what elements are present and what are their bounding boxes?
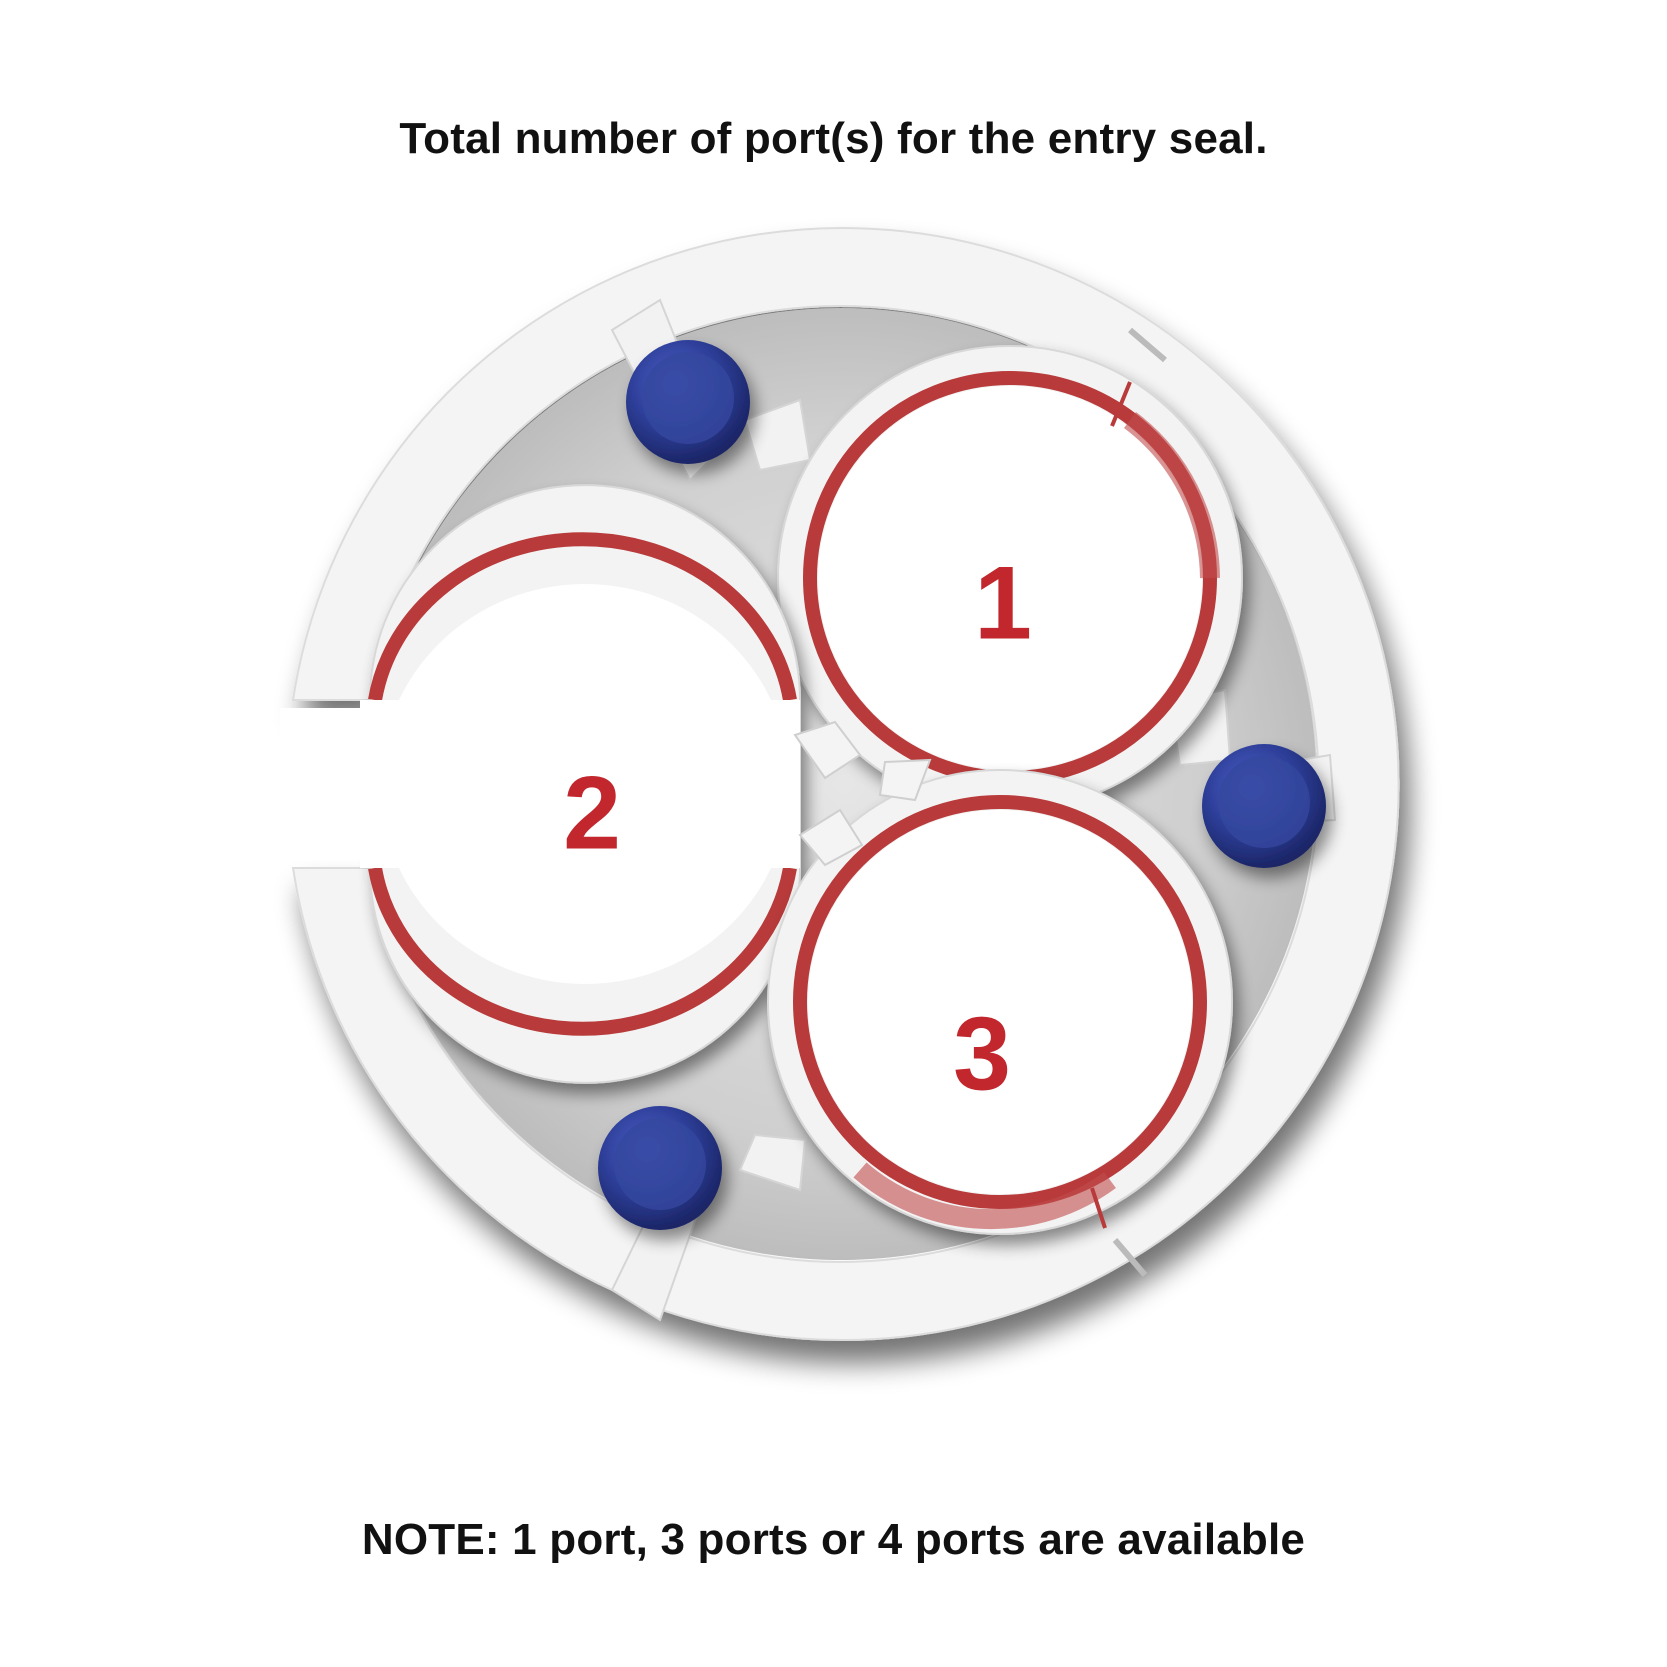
- ring-split-line: [1112, 1238, 1148, 1277]
- port-3-sleeve: [767, 769, 1233, 1235]
- bolt-bottom-left: [598, 1106, 722, 1230]
- center-clip-tabs: [793, 720, 932, 867]
- bolt-top-left: [626, 340, 750, 464]
- port-2-number: 2: [563, 755, 621, 871]
- port-2-sleeve: [280, 484, 801, 1084]
- diagram-title: Total number of port(s) for the entry se…: [399, 114, 1268, 163]
- port-3-number: 3: [953, 996, 1011, 1112]
- port-1-number: 1: [974, 545, 1032, 661]
- availability-note: NOTE: 1 port, 3 ports or 4 ports are ava…: [361, 1515, 1306, 1564]
- ring-split-line: [1128, 327, 1167, 363]
- bolt-right: [1202, 744, 1326, 868]
